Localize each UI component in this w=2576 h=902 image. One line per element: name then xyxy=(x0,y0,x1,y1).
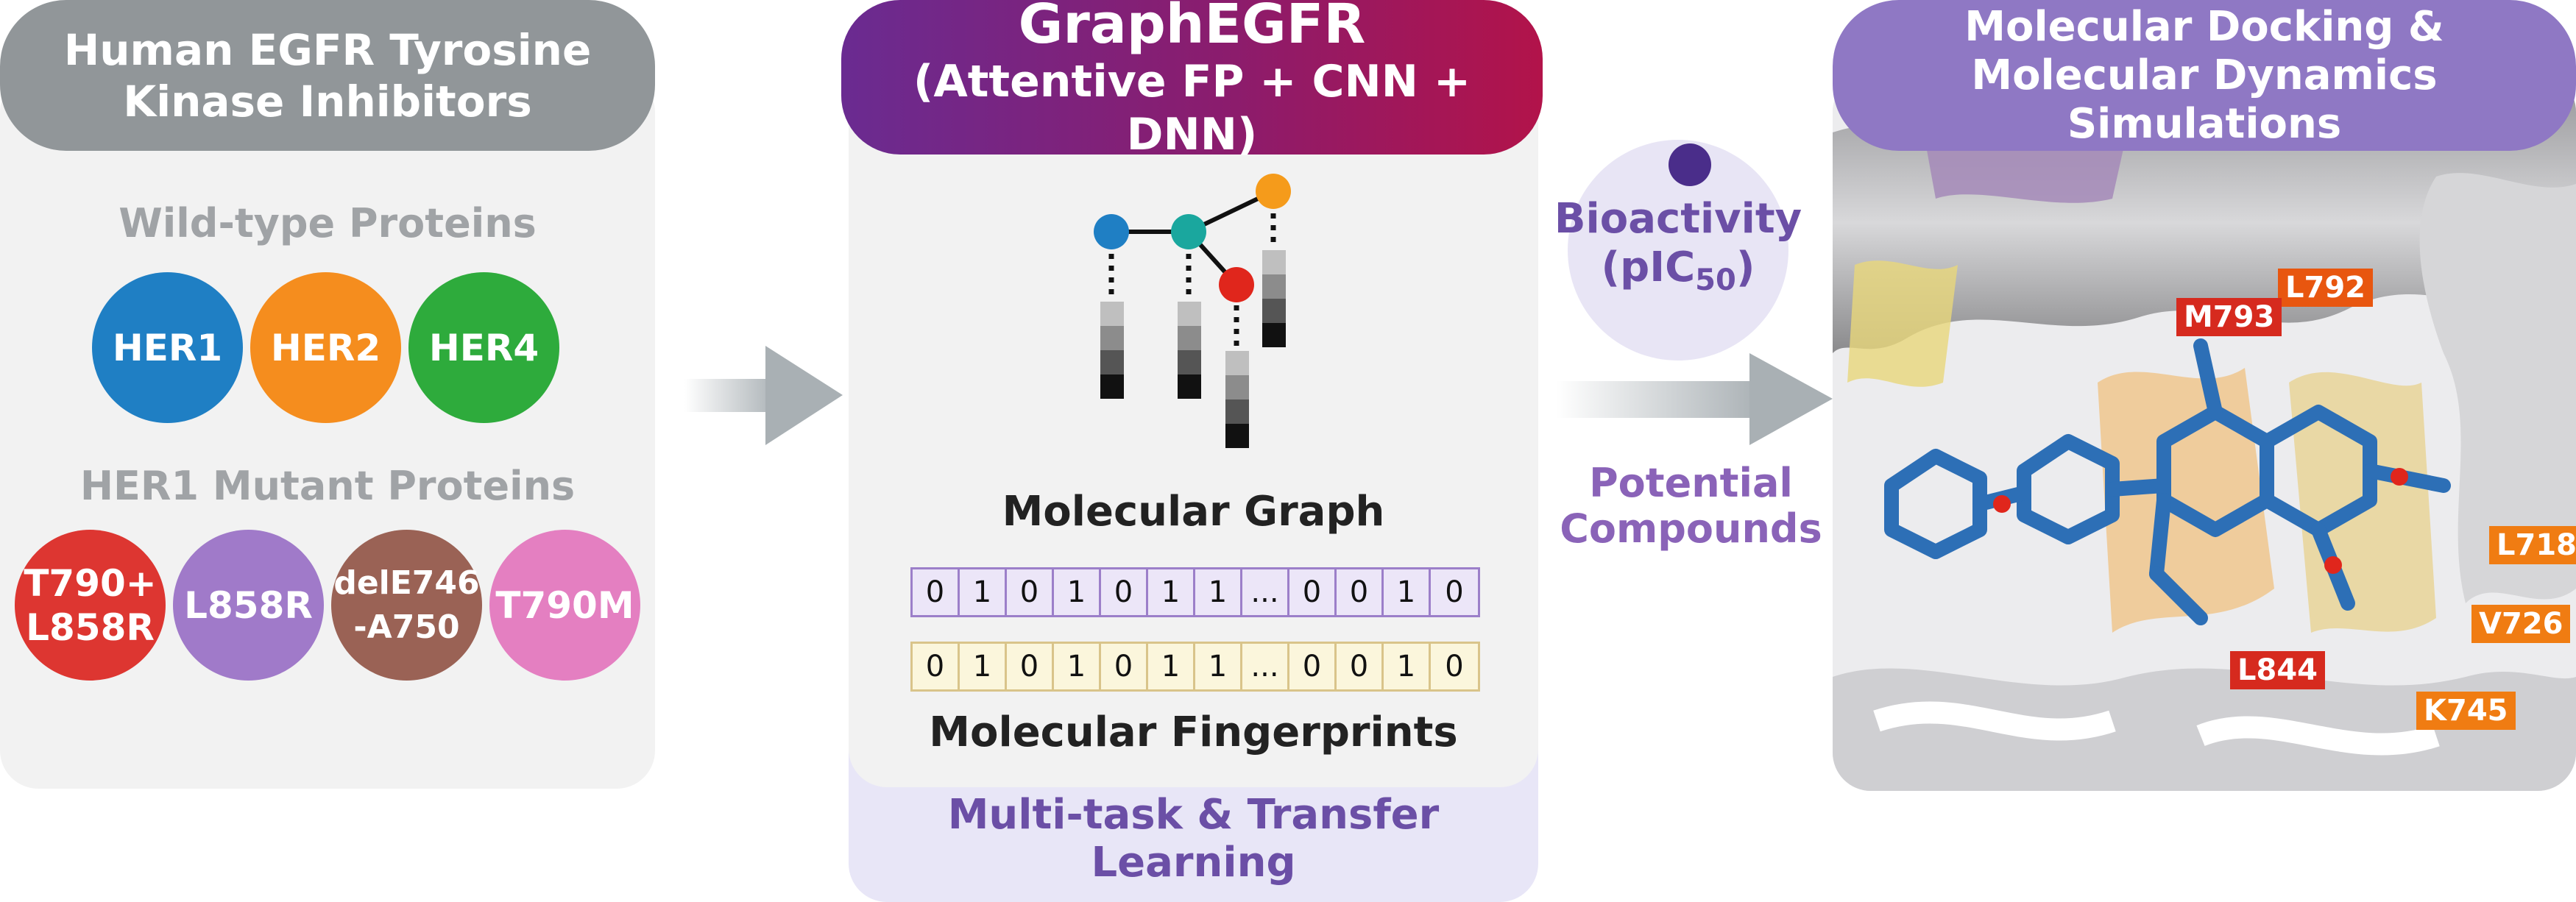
residue-label-m793: M793 xyxy=(2176,298,2282,336)
fingerprint-bit: 0 xyxy=(913,644,960,689)
residue-label-l792: L792 xyxy=(2278,269,2373,307)
graph-node xyxy=(1219,267,1254,302)
flow-arrow-1 xyxy=(684,346,843,445)
surface-patch xyxy=(1847,260,1958,387)
ligand-atom xyxy=(2391,468,2408,486)
residue-label-v726: V726 xyxy=(2471,605,2571,643)
docking-title-line1: Molecular Docking & xyxy=(1964,2,2444,51)
feature-bar xyxy=(1100,302,1124,399)
feature-bar xyxy=(1178,302,1201,399)
surface-patch xyxy=(2098,368,2274,633)
fingerprint-bit: 0 xyxy=(1445,575,1464,609)
feature-bar xyxy=(1262,250,1286,347)
ligand-atom xyxy=(2324,556,2342,574)
protein-dele746-a750: delE746 -A750 xyxy=(331,530,482,681)
fingerprint-bit: 1 xyxy=(1195,644,1242,689)
fingerprint-bit: 1 xyxy=(1054,569,1101,615)
docking-title: Molecular Docking & Molecular Dynamics S… xyxy=(1833,0,2576,151)
protein-surface xyxy=(2419,173,2576,604)
protein-l858r-label: L858R xyxy=(184,583,313,627)
ribbon xyxy=(2196,716,2440,756)
fingerprint-bit: 1 xyxy=(1054,644,1101,689)
fingerprint-bit: 1 xyxy=(1384,644,1431,689)
fingerprint-caption: Molecular Fingerprints xyxy=(929,708,1458,756)
fingerprint-bit: 0 xyxy=(1101,569,1148,615)
fingerprint-bit: 1 xyxy=(1148,644,1195,689)
protein-her4-label: HER4 xyxy=(428,326,539,369)
protein-her2: HER2 xyxy=(250,272,401,423)
fingerprint-bit: 0 xyxy=(913,569,960,615)
fingerprint-bit: 1 xyxy=(1195,569,1242,615)
feature-bar xyxy=(1225,351,1249,448)
fingerprint-bit: 1 xyxy=(1384,569,1431,615)
graphegfr-title-line2: (Attentive FP + CNN + DNN) xyxy=(913,56,1471,160)
protein-l858r: L858R xyxy=(173,530,324,681)
molecular-graph-caption: Molecular Graph xyxy=(1002,487,1385,536)
ribbon xyxy=(1873,701,2116,741)
fingerprint-bit: 0 xyxy=(1445,650,1464,683)
protein-t790-l858r: T790+ L858R xyxy=(15,530,166,681)
fingerprint-bit: 0 xyxy=(1007,569,1054,615)
fingerprint-bit: ... xyxy=(1242,569,1289,615)
potential-line1: Potential xyxy=(1589,459,1793,506)
fingerprint-bit: ... xyxy=(1242,644,1289,689)
fingerprint-bit: 0 xyxy=(1289,569,1337,615)
fingerprint-bit: 0 xyxy=(1289,644,1337,689)
docking-visual xyxy=(1833,74,2576,791)
bioactivity-line1: Bioactivity xyxy=(1554,195,1802,244)
flow-arrow-2 xyxy=(1557,353,1833,445)
graph-node xyxy=(1094,214,1129,249)
multitask-label: Multi-task & Transfer Learning xyxy=(947,791,1440,887)
protein-t790-l858r-line1: T790+ xyxy=(24,561,157,605)
residue-label-l844: L844 xyxy=(2230,651,2325,689)
molecular-graph xyxy=(1082,166,1303,477)
protein-t790-l858r-line2: L858R xyxy=(26,606,155,649)
graph-node xyxy=(1171,214,1206,249)
fingerprint-bit: 1 xyxy=(960,644,1007,689)
protein-t790m: T790M xyxy=(489,530,640,681)
bioactivity-dot xyxy=(1669,143,1711,186)
protein-dele746-a750-line1: delE746 xyxy=(333,564,480,602)
potential-line2: Compounds xyxy=(1560,505,1822,552)
fingerprint-bit: 0 xyxy=(1007,644,1054,689)
protein-her4: HER4 xyxy=(408,272,559,423)
fingerprint-bit: 1 xyxy=(1148,569,1195,615)
mutant-heading: HER1 Mutant Proteins xyxy=(79,462,576,509)
protein-her1: HER1 xyxy=(92,272,243,423)
protein-panel xyxy=(0,74,655,789)
wild-type-heading: Wild-type Proteins xyxy=(118,199,537,246)
graph-node xyxy=(1256,174,1291,209)
fingerprint-bit: 1 xyxy=(960,569,1007,615)
fingerprint-bit: 0 xyxy=(1101,644,1148,689)
protein-panel-title-line1: Human EGFR Tyrosine xyxy=(63,24,592,75)
residue-label-k745: K745 xyxy=(2416,692,2516,730)
docking-illustration xyxy=(1833,74,2576,791)
residue-label-l718: L718 xyxy=(2489,526,2576,564)
graphegfr-title: GraphEGFR (Attentive FP + CNN + DNN) xyxy=(841,0,1543,160)
bioactivity-line2: (pIC50) xyxy=(1601,244,1755,298)
protein-t790m-label: T790M xyxy=(495,583,634,627)
docking-title-line2: Molecular Dynamics Simulations xyxy=(1971,51,2438,148)
ligand-atom xyxy=(1993,495,2011,513)
protein-panel-title: Human EGFR Tyrosine Kinase Inhibitors xyxy=(0,0,655,151)
protein-her1-label: HER1 xyxy=(112,326,223,369)
protein-dele746-a750-line2: -A750 xyxy=(353,608,460,646)
protein-her2-label: HER2 xyxy=(270,326,381,369)
fingerprint-bit: 0 xyxy=(1337,644,1384,689)
fingerprint-bit: 0 xyxy=(1337,569,1384,615)
bioactivity-label: Bioactivity (pIC50) xyxy=(1554,195,1802,302)
graphegfr-title-line1: GraphEGFR xyxy=(1018,0,1366,56)
potential-compounds-label: Potential Compounds xyxy=(1549,460,1833,552)
protein-panel-title-line2: Kinase Inhibitors xyxy=(123,76,532,127)
